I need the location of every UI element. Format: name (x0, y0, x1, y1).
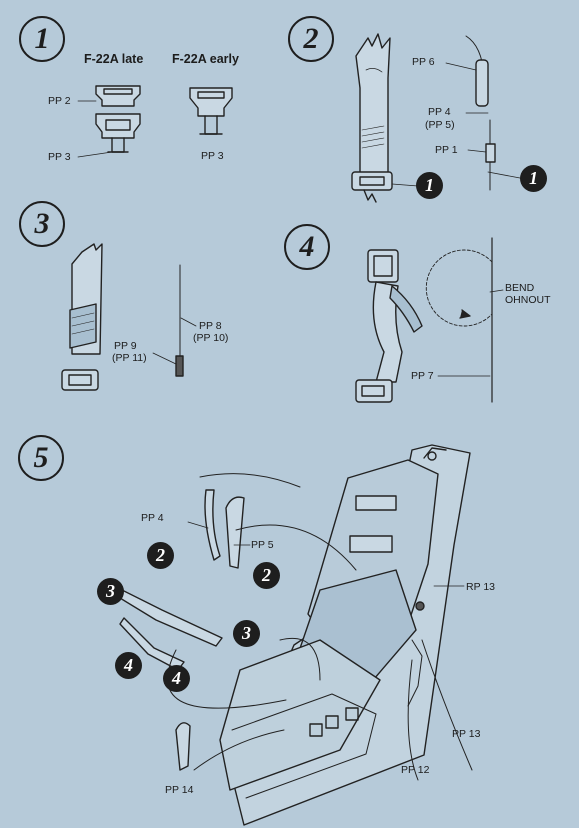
strap-step4-drawing (355, 237, 504, 403)
strap-step2-drawing (351, 33, 521, 203)
buckle-early-drawing (189, 87, 233, 135)
step-number-3: 3 (19, 201, 65, 247)
strap-step3-drawing (61, 243, 197, 391)
label-pp2: PP 2 (48, 95, 71, 107)
label-pp8: PP 8 (199, 320, 222, 332)
label-pp7: PP 7 (411, 370, 434, 382)
label-pp13: PP 13 (452, 728, 481, 740)
label-pp14: PP 14 (165, 784, 194, 796)
part-badge-3b: 3 (233, 620, 260, 647)
bend-instruction-line1: BEND (505, 282, 535, 294)
part-badge-3a: 3 (97, 578, 124, 605)
label-pp9: PP 9 (114, 340, 137, 352)
part-badge-4b: 4 (163, 665, 190, 692)
label-pp1: PP 1 (435, 144, 458, 156)
label-pp3-late: PP 3 (48, 151, 71, 163)
part-badge-2b: 2 (253, 562, 280, 589)
part-badge-4a: 4 (115, 652, 142, 679)
buckle-late-drawing (77, 85, 141, 158)
label-pp5-step2: (PP 5) (425, 119, 455, 131)
label-pp5-step5: PP 5 (251, 539, 274, 551)
step-number-5: 5 (18, 435, 64, 481)
label-rp13: RP 13 (466, 581, 495, 593)
label-pp12: PP 12 (401, 764, 430, 776)
step-number-4: 4 (284, 224, 330, 270)
label-pp11: (PP 11) (112, 352, 147, 364)
label-pp3-early: PP 3 (201, 150, 224, 162)
variant-early-label: F-22A early (172, 52, 239, 66)
label-pp4-step2: PP 4 (428, 106, 451, 118)
label-pp4-step5: PP 4 (141, 512, 164, 524)
step-number-2: 2 (288, 16, 334, 62)
ejection-seat-drawing (119, 444, 473, 826)
variant-late-label: F-22A late (84, 52, 144, 66)
part-badge-1a: 1 (416, 172, 443, 199)
label-pp10: (PP 10) (193, 332, 229, 344)
part-badge-1b: 1 (520, 165, 547, 192)
label-pp6: PP 6 (412, 56, 435, 68)
step-number-1: 1 (19, 16, 65, 62)
bend-instruction-line2: OHNOUT (505, 294, 551, 306)
part-badge-2a: 2 (147, 542, 174, 569)
